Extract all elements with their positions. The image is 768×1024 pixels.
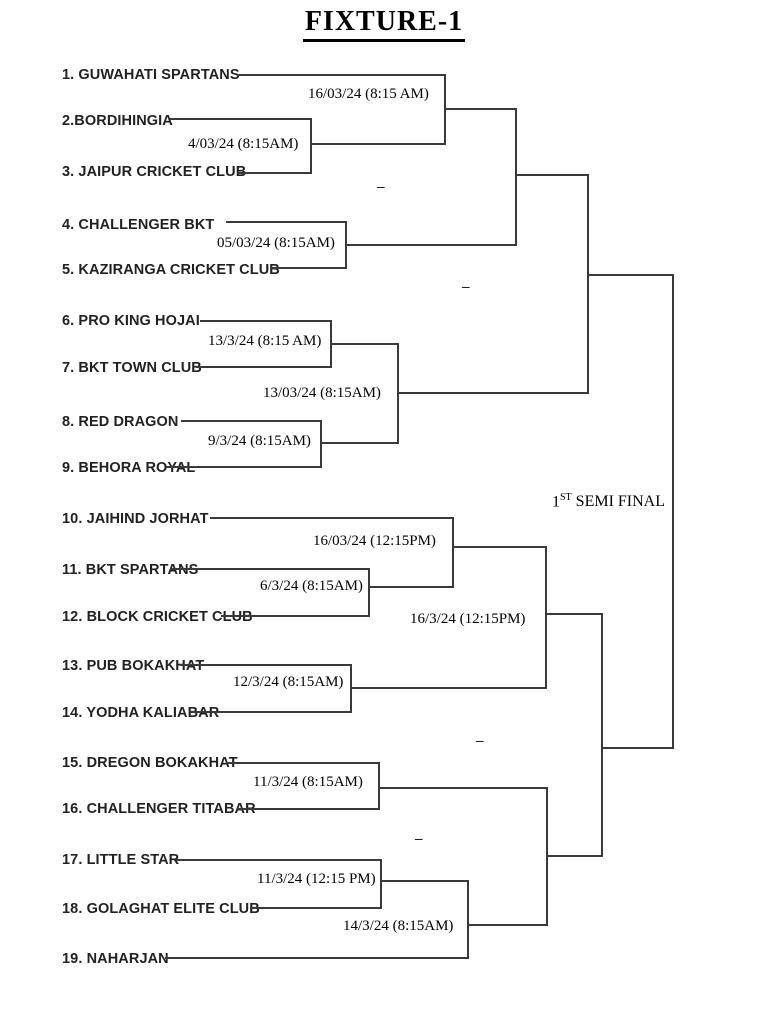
bracket-hline xyxy=(444,108,516,110)
bracket-vline xyxy=(350,664,352,713)
bracket-hline xyxy=(378,787,547,789)
result-placeholder-dash-4: – xyxy=(415,831,423,847)
bracket-vline xyxy=(452,517,454,588)
result-placeholder-dash-2: – xyxy=(462,279,470,295)
match-datetime-11v12: 6/3/24 (8:15AM) xyxy=(260,578,363,594)
team-label-15: 15. DREGON BOKAKHAT xyxy=(62,755,238,771)
bracket-vline xyxy=(601,613,603,857)
bracket-hline xyxy=(320,442,398,444)
bracket-vline xyxy=(330,320,332,368)
fixture-title: FIXTURE-1 xyxy=(302,6,466,42)
bracket-hline xyxy=(368,586,453,588)
bracket-vline xyxy=(515,108,517,246)
bracket-hline xyxy=(196,366,331,368)
team-label-10: 10. JAIHIND JORHAT xyxy=(62,511,209,527)
team-label-18: 18. GOLAGHAT ELITE CLUB xyxy=(62,901,260,917)
match-datetime-6v7: 13/3/24 (8:15 AM) xyxy=(208,333,322,349)
bracket-hline xyxy=(181,420,321,422)
team-label-3: 3. JAIPUR CRICKET CLUB xyxy=(62,164,247,180)
bracket-hline xyxy=(467,924,547,926)
bracket-hline xyxy=(226,221,346,223)
bracket-hline xyxy=(452,546,546,548)
bracket-vline xyxy=(672,274,674,749)
bracket-hline xyxy=(250,907,381,909)
bracket-hline xyxy=(330,343,398,345)
team-label-17: 17. LITTLE STAR xyxy=(62,852,180,868)
bracket-hline xyxy=(170,118,311,120)
bracket-vline xyxy=(397,343,399,444)
bracket-vline xyxy=(320,420,322,468)
team-label-7: 7. BKT TOWN CLUB xyxy=(62,360,202,376)
bracket-vline xyxy=(345,221,347,269)
bracket-hline xyxy=(270,267,346,269)
semi-final-text: SEMI FINAL xyxy=(575,493,666,511)
bracket-vline xyxy=(467,880,469,959)
match-datetime-4v5: 05/03/24 (8:15AM) xyxy=(217,235,335,251)
team-label-16: 16. CHALLENGER TITABAR xyxy=(62,801,256,817)
bracket-hline xyxy=(546,855,602,857)
bracket-hline xyxy=(237,74,445,76)
team-label-5: 5. KAZIRANGA CRICKET CLUB xyxy=(62,262,280,278)
team-label-1: 1. GUWAHATI SPARTANS xyxy=(62,67,240,83)
team-label-14: 14. YODHA KALIABAR xyxy=(62,705,220,721)
page-title-row: FIXTURE-1 xyxy=(0,6,768,42)
match-datetime-w1718-v19: 14/3/24 (8:15AM) xyxy=(343,918,454,934)
result-placeholder-dash-3: – xyxy=(476,733,484,749)
bracket-hline xyxy=(345,244,516,246)
match-datetime-r2-top: 16/03/24 (8:15 AM) xyxy=(308,86,429,102)
bracket-vline xyxy=(587,174,589,394)
result-placeholder-dash-1: – xyxy=(377,179,385,195)
bracket-hline xyxy=(237,808,379,810)
team-label-13: 13. PUB BOKAKHAT xyxy=(62,658,205,674)
bracket-hline xyxy=(190,711,351,713)
match-datetime-qf-bottom: 16/3/24 (12:15PM) xyxy=(410,611,526,627)
team-label-12: 12. BLOCK CRICKET CLUB xyxy=(62,609,253,625)
bracket-hline xyxy=(601,747,673,749)
bracket-vline xyxy=(378,762,380,810)
team-label-2: 2.BORDIHINGIA xyxy=(62,113,173,129)
bracket-vline xyxy=(310,118,312,174)
bracket-hline xyxy=(176,859,381,861)
bracket-hline xyxy=(166,466,321,468)
team-label-6: 6. PRO KING HOJAI xyxy=(62,313,200,329)
bracket-hline xyxy=(237,172,311,174)
bracket-hline xyxy=(170,568,369,570)
bracket-hline xyxy=(545,613,602,615)
bracket-hline xyxy=(210,517,453,519)
team-label-11: 11. BKT SPARTANS xyxy=(62,562,199,578)
team-label-19: 19. NAHARJAN xyxy=(62,951,169,967)
match-datetime-15v16: 11/3/24 (8:15AM) xyxy=(253,774,363,790)
bracket-hline xyxy=(200,320,331,322)
bracket-vline xyxy=(444,74,446,145)
bracket-hline xyxy=(226,762,379,764)
semi-final-number: 1 xyxy=(552,493,560,511)
bracket-hline xyxy=(221,615,369,617)
bracket-hline xyxy=(350,687,546,689)
team-label-4: 4. CHALLENGER BKT xyxy=(62,217,215,233)
match-datetime-qf-top: 13/03/24 (8:15AM) xyxy=(263,385,381,401)
match-datetime-r2-bottom: 16/03/24 (12:15PM) xyxy=(313,533,436,549)
match-datetime-2v3: 4/03/24 (8:15AM) xyxy=(188,136,299,152)
semi-final-ordinal: ST xyxy=(560,492,572,503)
bracket-vline xyxy=(545,546,547,689)
bracket-hline xyxy=(310,143,445,145)
bracket-hline xyxy=(397,392,588,394)
match-datetime-17v18: 11/3/24 (12:15 PM) xyxy=(257,871,376,887)
bracket-hline xyxy=(180,664,351,666)
bracket-vline xyxy=(546,787,548,926)
bracket-vline xyxy=(368,568,370,617)
bracket-hline xyxy=(515,174,588,176)
bracket-hline xyxy=(165,957,468,959)
match-datetime-8v9: 9/3/24 (8:15AM) xyxy=(208,433,311,449)
match-datetime-13v14: 12/3/24 (8:15AM) xyxy=(233,674,344,690)
bracket-hline xyxy=(380,880,468,882)
bracket-vline xyxy=(380,859,382,909)
team-label-8: 8. RED DRAGON xyxy=(62,414,179,430)
bracket-hline xyxy=(587,274,673,276)
team-label-9: 9. BEHORA ROYAL xyxy=(62,460,196,476)
